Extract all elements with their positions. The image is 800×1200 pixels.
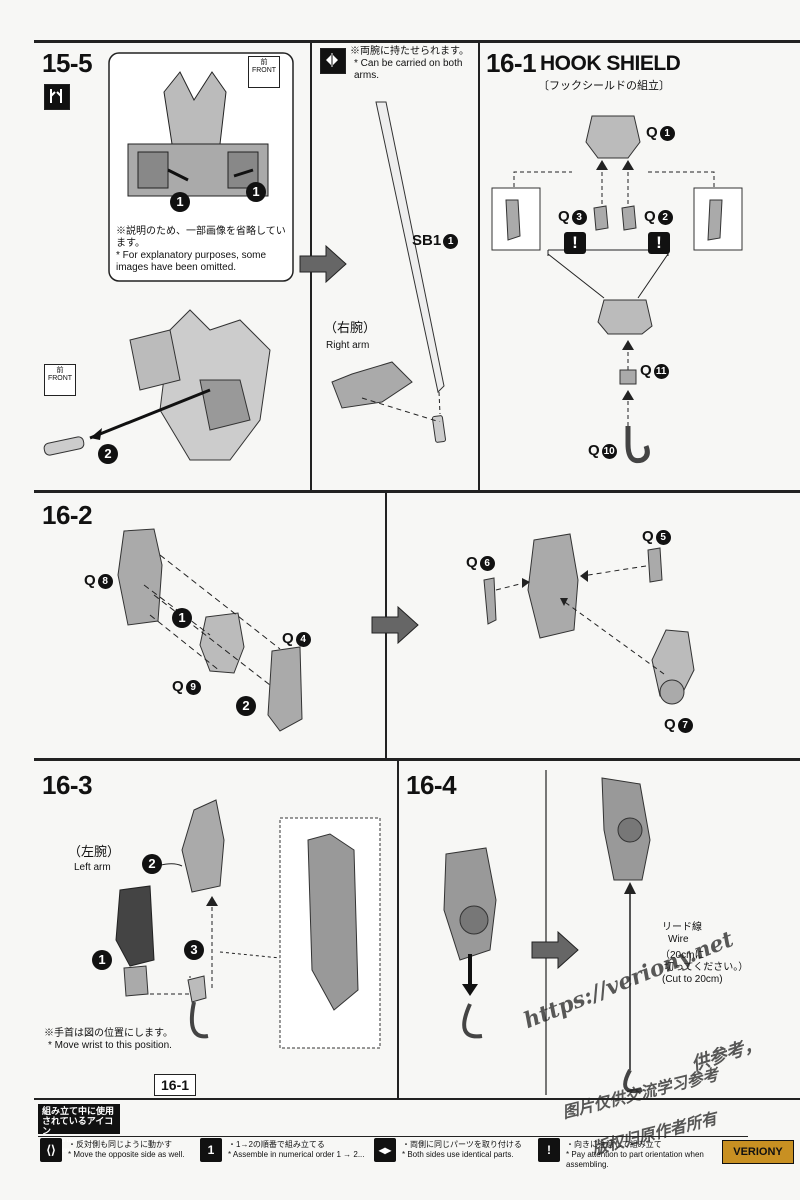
legend-header: 組み立て中に使用されているアイコン Symbols used in instru… <box>38 1104 120 1154</box>
legend-mirror-en: * Move the opposite side as well. <box>68 1150 185 1159</box>
brand-logo: VERIONY <box>722 1140 794 1164</box>
legend-header-jp: 組み立て中に使用されているアイコン <box>42 1106 115 1136</box>
legend-mirror-jp: ・反対側も同じように動かす <box>68 1140 172 1149</box>
callout-16-2-2: 2 <box>236 696 256 716</box>
step-16-3-label: 16-3 <box>42 770 93 800</box>
right-arm-en: Right arm <box>326 340 370 351</box>
note-en-15-5: * For explanatory purposes, some images … <box>116 250 267 273</box>
figure-16-2-left <box>117 528 303 732</box>
hook-shield-subtitle: 〔フックシールドの組立〕 <box>538 80 670 92</box>
wire-en: Wire <box>668 934 689 945</box>
ref-16-1: 16-1 <box>154 1074 197 1096</box>
flow-arrow-15-5 <box>299 244 347 284</box>
right-arm-figure <box>331 361 441 422</box>
instruction-legend: 組み立て中に使用されているアイコン Symbols used in instru… <box>38 1104 748 1169</box>
left-arm-jp: （左腕） <box>68 844 121 859</box>
order-icon: 1 <box>200 1138 222 1162</box>
figure-16-4-left <box>443 847 497 1039</box>
figure-15-5-mobile-suit <box>43 309 271 461</box>
wrist-note-en: * Move wrist to this position. <box>48 1040 172 1051</box>
legend-caution-jp: ・向きに注意して組み立て <box>566 1140 662 1149</box>
wire-jp: リード線 <box>662 922 702 933</box>
figure-16-1 <box>491 115 743 464</box>
callout-16-3-2: 2 <box>142 854 162 874</box>
rule-row2 <box>34 490 800 493</box>
both-arms-en: * Can be carried on both arms. <box>354 58 463 81</box>
note-jp-15-5: ※説明のため、一部画像を省略しています。 <box>116 226 286 249</box>
caution-icon-q3: ! <box>564 232 586 254</box>
part-sb1-num: 1 <box>443 233 459 249</box>
mirror-icon <box>44 84 70 110</box>
step-16-4-label: 16-4 <box>406 770 457 800</box>
divider-16-1 <box>478 42 480 490</box>
flow-arrow-16-2 <box>371 605 419 645</box>
callout-1-right: 1 <box>246 182 266 202</box>
both-arms-jp: ※両腕に持たせられます。 <box>350 46 469 57</box>
mirror-icon-glyph <box>50 89 62 103</box>
divider-16-3 <box>397 761 399 1099</box>
legend-order-jp: ・1→2の順番で組み立てる <box>228 1140 325 1149</box>
step-15-5-label: 15-5 <box>42 48 93 78</box>
hook-shield-title: HOOK SHIELD <box>540 52 681 75</box>
step-16-2-label: 16-2 <box>42 500 93 530</box>
both-sides-icon: ◂▸ <box>374 1138 396 1162</box>
wrist-note-jp: ※手首は図の位置にします。 <box>44 1028 173 1039</box>
step-16-1-label: 16-1 <box>486 48 537 78</box>
cut-note-jp1: （20cmに <box>660 950 705 961</box>
inset-frame-15-5 <box>108 52 294 282</box>
cut-note-jp2: 切ってください。） <box>664 962 749 973</box>
figure-16-4-right <box>601 777 651 1093</box>
top-rule <box>34 40 800 43</box>
flow-arrow-16-4 <box>531 930 579 970</box>
legend-order-en: * Assemble in numerical order 1 → 2... <box>228 1150 365 1159</box>
cut-note-en: (Cut to 20cm) <box>662 974 723 985</box>
callout-16-3-1: 1 <box>92 950 112 970</box>
left-arm-en: Left arm <box>74 862 111 873</box>
callout-1-left: 1 <box>170 192 190 212</box>
divider-16-4 <box>545 770 547 1095</box>
callout-2: 2 <box>98 444 118 464</box>
figure-16-3 <box>115 799 381 1049</box>
figure-16-2-right <box>483 533 695 705</box>
both-sides-glyph <box>326 53 338 67</box>
legend-caution-en: * Pay attention to part orientation when… <box>566 1150 704 1169</box>
rule-row3 <box>34 758 800 761</box>
caution-icon: ! <box>538 1138 560 1162</box>
legend-both-en: * Both sides use identical parts. <box>402 1150 514 1159</box>
right-arm-jp: （右腕） <box>324 320 377 335</box>
rule-legend <box>34 1098 800 1100</box>
beam-saber-blade <box>375 101 447 443</box>
callout-16-3-3: 3 <box>184 940 204 960</box>
legend-row <box>38 1136 748 1167</box>
caution-icon-q2: ! <box>648 232 670 254</box>
callout-16-2-1: 1 <box>172 608 192 628</box>
mirror-icon: ⟨⟩ <box>40 1138 62 1162</box>
legend-both-jp: ・両側に同じパーツを取り付ける <box>402 1140 522 1149</box>
